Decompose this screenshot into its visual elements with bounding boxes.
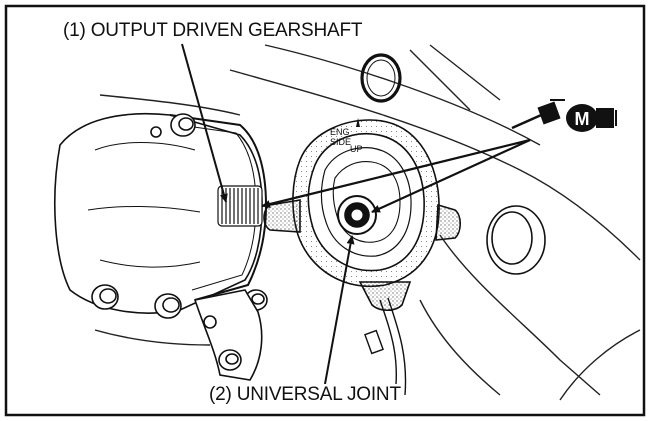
casting-mark-line3: UP [350,144,363,154]
arrow-to-gearshaft [261,138,531,208]
casting-marks: ENG SIDE UP [330,118,363,154]
callout-universal-joint: (2) UNIVERSAL JOINT [206,384,404,406]
output-driven-gearshaft [217,185,263,227]
casting-mark-line2: SIDE [330,137,351,147]
grease-brush-icon: M [511,99,617,132]
diagram-frame [4,4,646,417]
arrow-to-joint [371,138,531,214]
leader-universal-joint [324,235,355,385]
grease-symbol-letter: M [575,109,590,129]
case-bolts [91,113,268,319]
frame-background-lines [94,44,641,401]
universal-joint [263,119,462,312]
grease-leader-arrows [261,138,531,214]
o-ring [360,53,402,103]
arrow-up-icon [356,118,360,127]
casting-mark-line1: ENG [330,127,350,137]
wire-harness [364,297,407,396]
callout-leaders [181,43,355,385]
leader-output-gearshaft [181,43,228,203]
mounting-bracket [193,289,263,381]
frame-boss [486,205,546,275]
callout-output-driven-gearshaft: (1) OUTPUT DRIVEN GEARSHAFT [60,20,366,42]
